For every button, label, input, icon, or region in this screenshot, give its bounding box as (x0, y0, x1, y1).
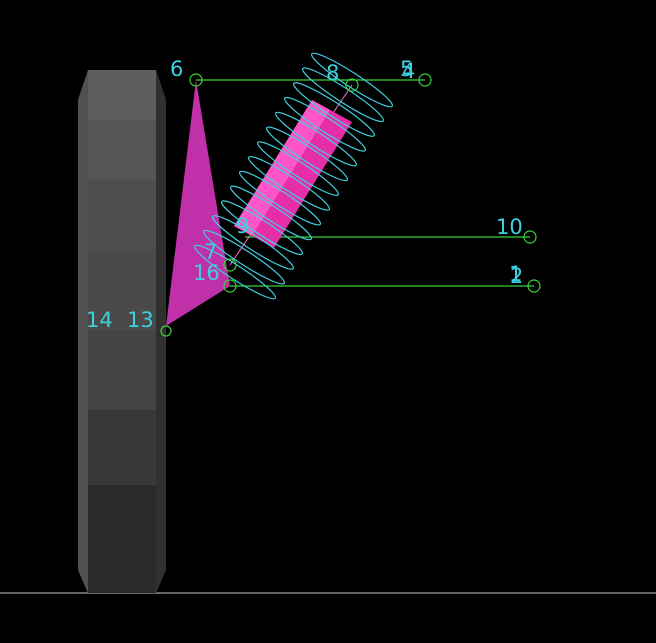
label-16: 16 (193, 261, 220, 285)
label-9: 9 (236, 214, 249, 238)
label-7: 7 (204, 240, 217, 264)
joint-2-circle-icon[interactable] (527, 279, 541, 293)
spring-coil (247, 155, 331, 211)
label-10: 10 (496, 215, 523, 239)
spring-coil (292, 82, 376, 137)
spring-coil (274, 111, 358, 167)
joint-6-circle-icon[interactable] (189, 73, 203, 87)
label-6: 6 (170, 57, 183, 81)
spring-coil (256, 141, 340, 197)
wheel-face-7 (88, 485, 156, 593)
joint-8-circle-icon[interactable] (345, 78, 359, 92)
label-14: 14 (86, 308, 113, 332)
coil-spring (193, 52, 394, 300)
damper-highlight (234, 100, 330, 236)
spring-coil (220, 200, 304, 256)
label-2: 2 (510, 264, 523, 288)
wheel-face-2 (88, 120, 156, 180)
spring-coil (211, 215, 295, 270)
spring-coil (265, 126, 349, 182)
spring-coil (238, 170, 322, 226)
joint-16-circle-icon[interactable] (223, 279, 237, 293)
wheel-face-6 (88, 410, 156, 485)
wheel-face-1 (88, 70, 156, 120)
spring-coil (193, 244, 277, 300)
label-4: 4 (402, 59, 415, 83)
joint-5-circle-icon[interactable] (418, 73, 432, 87)
label-1: 1 (509, 262, 522, 286)
label-13: 13 (127, 308, 154, 332)
wheel-face-3 (88, 180, 156, 250)
joint-13-circle-icon[interactable] (160, 325, 172, 337)
spring-coil (202, 229, 286, 285)
label-5: 5 (400, 57, 413, 81)
spring-coil (283, 96, 367, 152)
joint-10-circle-icon[interactable] (523, 230, 537, 244)
spring-coil (310, 52, 394, 108)
label-8: 8 (326, 61, 339, 85)
wheel[interactable] (78, 70, 166, 593)
wheel-left-side (78, 70, 88, 593)
wheel-face-4 (88, 250, 156, 330)
upright-triangle[interactable] (166, 80, 230, 326)
spring-coil (229, 185, 313, 241)
joint-7-circle-icon[interactable] (223, 258, 237, 272)
wheel-face-5 (88, 330, 156, 410)
